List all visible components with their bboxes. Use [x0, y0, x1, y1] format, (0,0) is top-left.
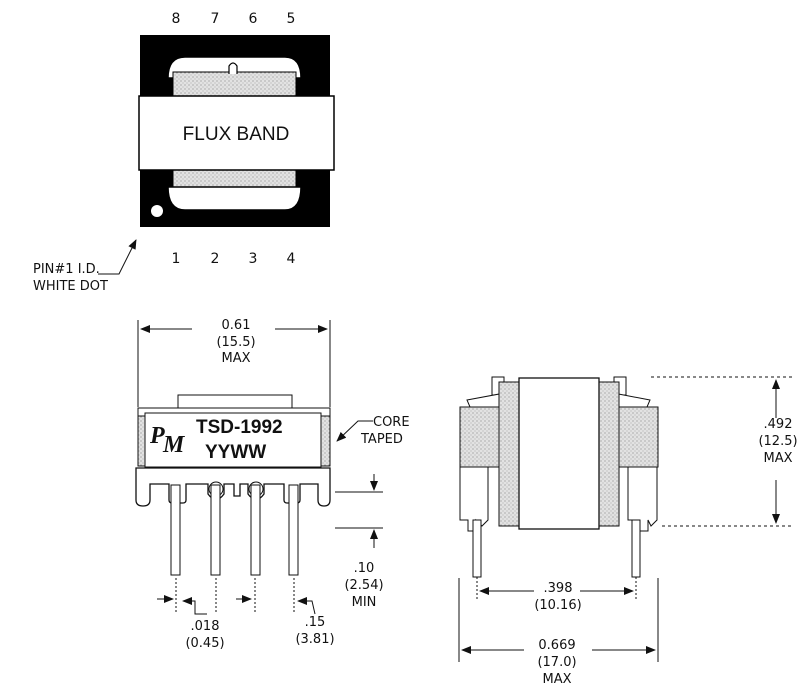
pin-label-4: 4	[287, 251, 296, 267]
lead-dim-1: .10	[354, 561, 375, 576]
right-winding	[617, 406, 659, 468]
core-label-1: CORE	[373, 415, 410, 430]
left-inner-winding	[498, 381, 522, 527]
depth-dim-3: MAX	[542, 672, 571, 687]
side-core-band	[518, 377, 600, 530]
pin-label-8: 8	[172, 11, 181, 27]
pin-1	[170, 484, 181, 576]
row-dim-2: (10.16)	[534, 598, 581, 613]
left-winding	[459, 406, 501, 468]
date-code: YYWW	[205, 442, 266, 463]
side-view: .492 (12.5) MAX .398 (10.16) 0.669 (17.0…	[458, 376, 798, 687]
lead-dim-3: MIN	[352, 595, 377, 610]
logo-p: P	[149, 423, 165, 449]
pin-2	[210, 484, 221, 576]
core-leader	[336, 420, 373, 442]
winding-top	[172, 71, 297, 99]
height-dim-3: MAX	[763, 451, 792, 466]
pin-label-5: 5	[287, 11, 296, 27]
pin1-leader	[98, 239, 137, 275]
pin1-white-dot	[151, 205, 163, 217]
pitch-arrow-right	[297, 597, 316, 615]
front-view: 0.61 (15.5) MAX P M TSD-1992 YYWW CORE T…	[135, 318, 410, 651]
pin-label-2: 2	[211, 251, 220, 267]
marking-label	[144, 412, 322, 468]
right-pin	[631, 519, 641, 578]
bobbin-base	[135, 467, 331, 507]
pin-label-3: 3	[249, 251, 258, 267]
core-top	[177, 394, 293, 410]
pin-label-6: 6	[249, 11, 258, 27]
row-dim-1: .398	[544, 581, 573, 596]
right-inner-winding	[596, 381, 620, 527]
part-number: TSD-1992	[196, 417, 283, 438]
pitch-dim-2: (3.81)	[295, 632, 334, 647]
pin-3	[250, 484, 261, 576]
top-view: 8 7 6 5 FLUX BAND 1 2 3 4 PIN#1 I.D. WHI…	[33, 11, 335, 294]
pin1-label-line1: PIN#1 I.D.	[33, 262, 100, 277]
pin-label-1: 1	[172, 251, 181, 267]
flux-band	[138, 95, 335, 171]
bobbin-flange-bottom	[167, 186, 302, 211]
left-pin	[472, 519, 482, 578]
depth-dim-2: (17.0)	[537, 655, 576, 670]
pin-dia-dim-1: .018	[191, 619, 220, 634]
pin-4	[288, 484, 299, 576]
pin-dia-dim-2: (0.45)	[185, 636, 224, 651]
pin1-label-line2: WHITE DOT	[33, 279, 108, 294]
height-dim-1: .492	[764, 417, 793, 432]
depth-dim-1: 0.669	[538, 638, 575, 653]
width-dim-3: MAX	[221, 351, 250, 366]
core-label-2: TAPED	[360, 432, 403, 447]
pin-label-7: 7	[211, 11, 220, 27]
pitch-dim-1: .15	[305, 615, 326, 630]
center-notch	[228, 62, 238, 74]
logo-m: M	[162, 432, 186, 458]
width-dim-1: 0.61	[222, 318, 251, 333]
flux-band-label: FLUX BAND	[183, 124, 290, 145]
pin-dia-arrow-right	[182, 597, 207, 615]
lead-dim-2: (2.54)	[344, 578, 383, 593]
height-dim-2: (12.5)	[758, 434, 797, 449]
width-dim-2: (15.5)	[216, 335, 255, 350]
